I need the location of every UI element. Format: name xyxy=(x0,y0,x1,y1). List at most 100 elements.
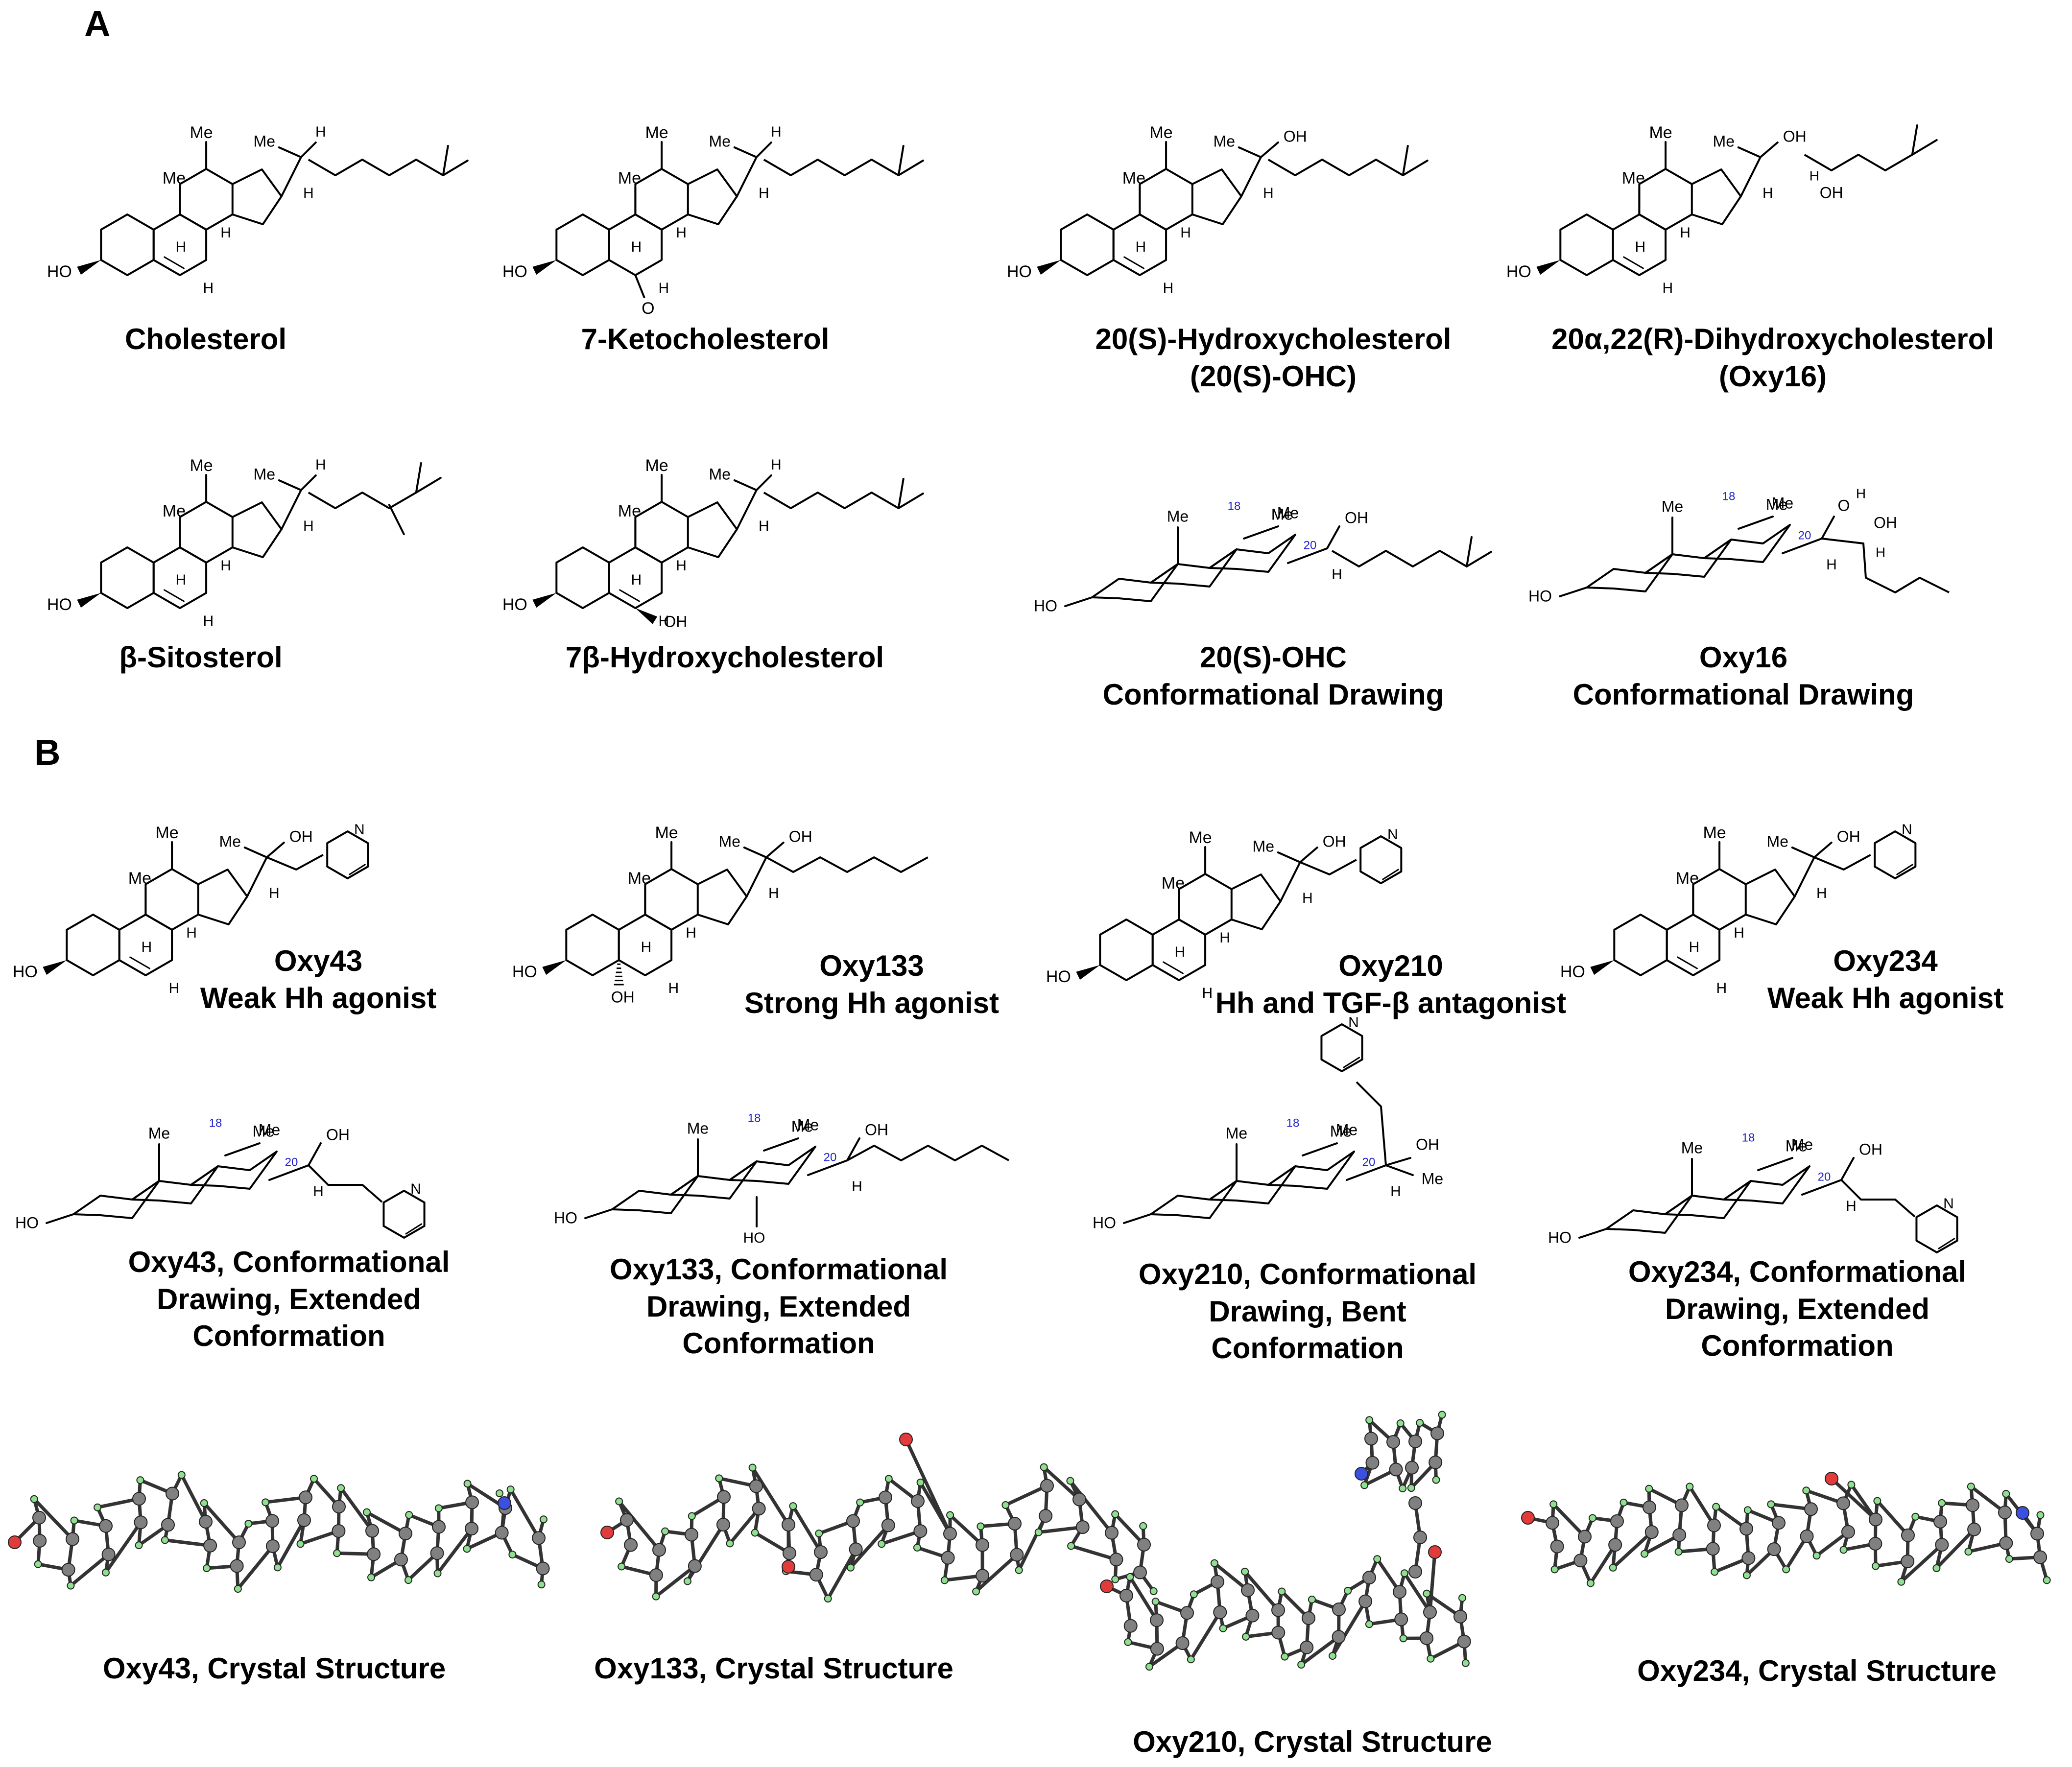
crystal-atom xyxy=(1271,1603,1285,1617)
crystal-atom xyxy=(1365,1416,1374,1424)
atom-label-c18: 18 xyxy=(1722,490,1736,503)
crystal-atom xyxy=(688,1559,702,1573)
bond xyxy=(388,504,405,535)
crystal-atom xyxy=(1400,1569,1408,1578)
atom-label-h: H xyxy=(1810,168,1819,183)
crystal-atom xyxy=(1839,1546,1848,1554)
crystal-atom xyxy=(600,1526,614,1539)
crystal-atom xyxy=(846,1514,860,1528)
atom-label-me: Me xyxy=(791,1117,813,1135)
atom-label-h: H xyxy=(1635,239,1646,255)
crystal-atom xyxy=(941,1551,955,1565)
atom-label-me: Me xyxy=(1703,824,1726,842)
crystal-atom xyxy=(1151,1598,1160,1606)
crystal-atom xyxy=(782,1560,795,1574)
atom-label-me: Me xyxy=(190,456,213,475)
bond-path xyxy=(1099,919,1154,981)
atom-label-h: H xyxy=(1876,544,1885,560)
bond-path xyxy=(1320,1023,1363,1072)
crystal-atom xyxy=(1802,1486,1810,1495)
crystal-atom xyxy=(333,1549,341,1557)
crystal-atom xyxy=(99,1519,113,1533)
crystal-atom xyxy=(1767,1542,1781,1556)
crystal-atom xyxy=(337,1484,345,1492)
crystal-bond xyxy=(1189,1611,1222,1661)
bond xyxy=(1064,596,1093,607)
crystal-atom xyxy=(726,1539,734,1548)
atom-label-me: Me xyxy=(148,1124,170,1142)
crystal-atom xyxy=(624,1538,638,1552)
atom-label-o: O xyxy=(1838,496,1850,514)
bond-path xyxy=(1814,854,1871,871)
atom-label-h: H xyxy=(631,572,642,588)
crystal-atom xyxy=(244,1520,253,1528)
crystal-bond xyxy=(1935,1528,1976,1570)
crystal-atom xyxy=(1645,1484,1653,1493)
bond xyxy=(268,1164,310,1181)
atom-label-h: H xyxy=(220,558,231,574)
crystal-atom xyxy=(1109,1553,1123,1567)
atom-label-oh: OH xyxy=(865,1121,888,1138)
bond xyxy=(129,956,150,969)
bond xyxy=(1302,1142,1338,1156)
atom-label-h: H xyxy=(676,225,687,241)
atom-label-h: H xyxy=(771,457,782,473)
crystal-atom xyxy=(496,1489,503,1497)
atom-label-n: N xyxy=(1348,1014,1359,1031)
crystal-atom xyxy=(1149,1587,1158,1595)
crystal-atom xyxy=(1825,1472,1838,1485)
crystal-bond xyxy=(1403,1572,1431,1613)
atom-label-me: Me xyxy=(1122,169,1145,188)
atom-label-h: H xyxy=(1332,566,1342,583)
atom-label-me: Me xyxy=(259,1121,280,1138)
bond xyxy=(765,842,785,858)
bond xyxy=(1287,547,1328,564)
bond-path xyxy=(1691,168,1742,225)
crystal-atom xyxy=(856,1498,864,1507)
crystal-atom xyxy=(1873,1497,1881,1505)
crystal-atom xyxy=(1332,1602,1346,1616)
crystal-atom xyxy=(1040,1479,1054,1493)
atom-label-c20: 20 xyxy=(1304,539,1317,552)
crystal-atom xyxy=(1420,1631,1434,1645)
crystal-atom xyxy=(814,1545,828,1559)
crystal-atom xyxy=(1521,1511,1535,1525)
crystal-atom xyxy=(913,1543,921,1552)
bond xyxy=(1911,124,1918,156)
crystal-atom xyxy=(1578,1530,1592,1544)
atom-label-h: H xyxy=(142,939,152,955)
crystal-atom xyxy=(683,1577,691,1585)
crystal-atom xyxy=(2036,1511,2045,1519)
crystal-atom xyxy=(1211,1575,1224,1589)
atom-label-me: Me xyxy=(645,123,668,142)
atom-label-c20: 20 xyxy=(1818,1170,1831,1183)
crystal-atom xyxy=(463,1545,471,1553)
crystal-atom xyxy=(1245,1608,1260,1623)
bond xyxy=(1382,869,1399,880)
crystal-atom xyxy=(1609,1563,1617,1572)
crystal-atom xyxy=(782,1518,795,1532)
bond xyxy=(308,1142,322,1166)
atom-label-me: Me xyxy=(1226,1124,1247,1142)
crystal-atom xyxy=(1242,1632,1250,1641)
crystal-bond xyxy=(826,1548,857,1600)
bond-path xyxy=(232,168,283,225)
bond-path xyxy=(697,869,748,925)
bond xyxy=(1240,156,1262,197)
crystal-atom xyxy=(1550,1539,1564,1554)
atom-label-me: Me xyxy=(709,132,731,150)
atom-label-h: H xyxy=(631,239,642,255)
atom-label-c18: 18 xyxy=(1286,1116,1300,1130)
atom-label-h: H xyxy=(1680,225,1691,241)
wedge-bond xyxy=(77,260,101,275)
bond xyxy=(1238,146,1262,158)
crystal-atom xyxy=(508,1551,517,1559)
crystal-atom xyxy=(199,1515,213,1529)
